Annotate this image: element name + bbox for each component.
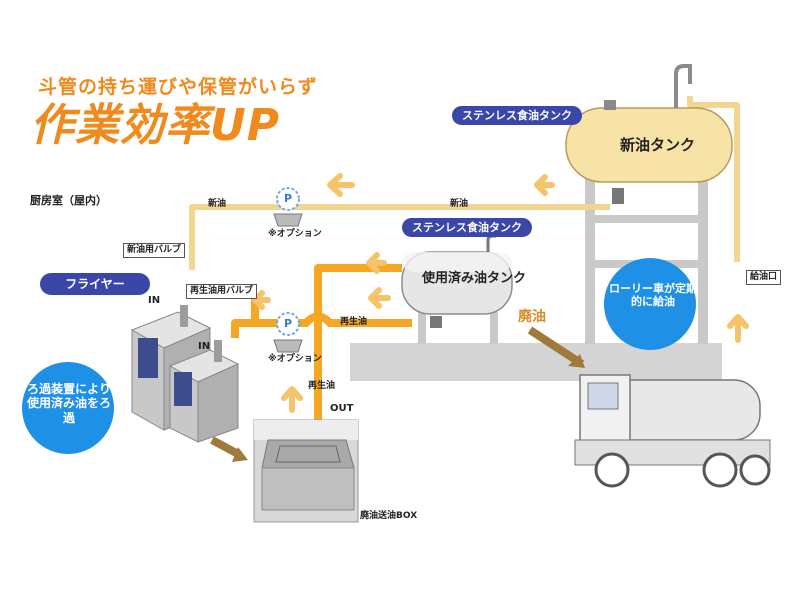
stainless-tank-label-top: ステンレス食油タンク bbox=[452, 106, 582, 125]
filter-note: ろ過装置により使用済み油をろ過 bbox=[26, 382, 111, 425]
headline-main: 作業効率UP bbox=[30, 100, 280, 151]
waste-oil-arrow bbox=[527, 326, 585, 368]
pump-letter-1: P bbox=[284, 192, 293, 205]
option-label-2: ※オプション bbox=[268, 354, 322, 364]
waste-oil-label: 廃油 bbox=[518, 309, 546, 325]
lorry-circle bbox=[604, 258, 696, 350]
option-label-1: ※オプション bbox=[268, 229, 322, 239]
flow-arrows bbox=[252, 173, 749, 413]
fryer-drain-arrow bbox=[210, 436, 248, 462]
filter-circle bbox=[22, 362, 114, 454]
ground-slab bbox=[350, 343, 722, 381]
regen-oil-label-1: 再生油 bbox=[340, 317, 368, 327]
fryer-in-label-1: IN bbox=[148, 295, 161, 306]
location-label: 厨房室（屋内） bbox=[30, 194, 107, 207]
new-oil-pipe bbox=[189, 96, 740, 270]
out-label: OUT bbox=[330, 403, 354, 414]
fryer-right bbox=[168, 340, 240, 443]
regen-oil-valve-label: 再生油用バルブ bbox=[186, 284, 258, 299]
pump-1 bbox=[273, 187, 303, 227]
new-oil-label-2: 新油 bbox=[450, 199, 469, 209]
fryer-label: フライヤー bbox=[40, 273, 150, 295]
waste-oil-box-photo bbox=[253, 419, 359, 523]
tanker-lorry bbox=[574, 374, 771, 488]
new-oil-label-1: 新油 bbox=[208, 199, 227, 209]
pump-2 bbox=[273, 312, 303, 353]
regen-oil-label-2: 再生油 bbox=[308, 381, 336, 391]
fryer-in-label-2: IN bbox=[198, 341, 211, 352]
pump-letter-2: P bbox=[284, 317, 293, 330]
new-oil-tank-label: 新油タンク bbox=[620, 136, 696, 154]
headline-sub: 斗管の持ち運びや保管がいらず bbox=[38, 76, 318, 98]
supply-port-label: 給油口 bbox=[746, 270, 782, 285]
new-oil-tank bbox=[565, 64, 733, 204]
used-oil-tank-label: 使用済み油タンク bbox=[422, 271, 527, 286]
waste-box-label: 廃油送油BOX bbox=[360, 511, 418, 521]
used-oil-tank-stand bbox=[418, 312, 498, 344]
used-oil-tank bbox=[401, 234, 513, 328]
new-oil-valve-label: 新油用バルブ bbox=[123, 243, 186, 258]
stainless-tank-label-mid: ステンレス食油タンク bbox=[402, 218, 532, 237]
lorry-note: ローリー車が定期的に給油 bbox=[609, 282, 697, 309]
